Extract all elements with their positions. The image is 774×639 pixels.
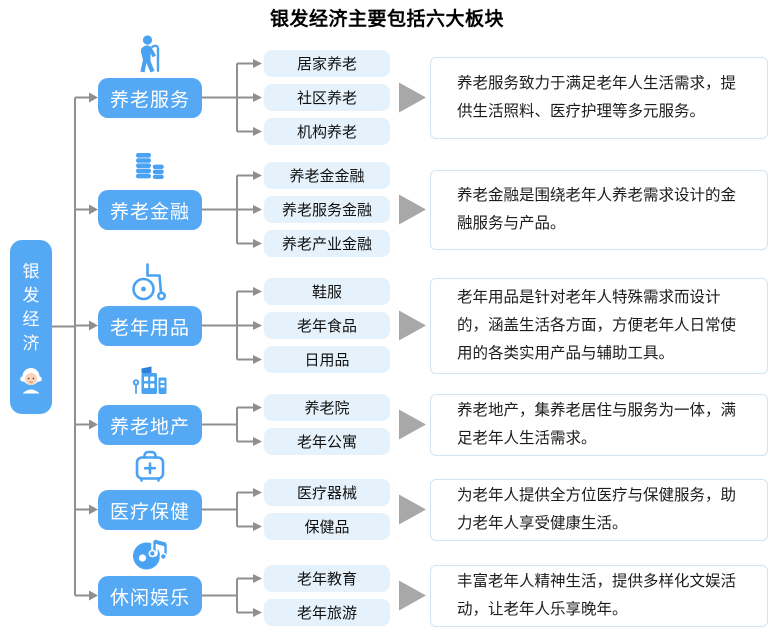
wheelchair-icon	[130, 262, 170, 302]
arrow-icon	[399, 580, 426, 611]
arrow-icon	[399, 494, 426, 525]
list-item-pension-industry-finance: 养老产业金融	[264, 230, 390, 257]
arrow-icon	[399, 194, 426, 225]
branch-button-pension-finance: 养老金融	[98, 190, 202, 230]
branch-button-senior-real-estate: 养老地产	[98, 405, 202, 445]
list-item-senior-travel: 老年旅游	[264, 599, 390, 626]
list-item-shoes-clothing: 鞋服	[264, 278, 390, 305]
branch-label: 休闲娱乐	[109, 587, 190, 609]
branch-label: 老年用品	[109, 317, 190, 339]
arrow-icon	[399, 82, 426, 113]
list-item-institution-care: 机构养老	[264, 118, 390, 145]
description-box-leisure-entertainment: 丰富老年人精神生活，提供多样化文娱活动，让老年人乐享晚年。	[430, 565, 768, 627]
list-item-home-care: 居家养老	[264, 50, 390, 77]
page-title: 银发经济主要包括六大板块	[269, 9, 504, 30]
root-node-silver-economy: 银发经济	[10, 240, 52, 414]
building-icon	[130, 361, 170, 401]
grandma-icon	[18, 366, 44, 394]
arrow-icon	[399, 409, 426, 440]
list-item-health-supplements: 保健品	[264, 513, 390, 540]
description-box-elder-care-services: 养老服务致力于满足老年人生活需求，提供生活照料、医疗护理等多元服务。	[430, 57, 768, 139]
list-item-senior-education: 老年教育	[264, 565, 390, 592]
branch-button-medical-healthcare: 医疗保健	[98, 490, 202, 530]
list-item-community-care: 社区养老	[264, 84, 390, 111]
big-arrow-icons	[399, 82, 426, 611]
description-box-senior-products: 老年用品是针对老年人特殊需求而设计的，涵盖生活各方面，方便老年人日常使用的各类实…	[430, 278, 768, 374]
branch-label: 养老服务	[109, 89, 190, 111]
list-item-medical-devices: 医疗器械	[264, 479, 390, 506]
coins-icon	[130, 146, 170, 186]
branch-label: 养老金融	[109, 201, 190, 223]
elderly-person-icon	[130, 34, 170, 74]
branch-label: 医疗保健	[109, 501, 190, 523]
description-box-senior-real-estate: 养老地产，集养老居住与服务为一体，满足老年人生活需求。	[430, 394, 768, 456]
list-item-pension-fund-finance: 养老金金融	[264, 162, 390, 189]
branch-button-elder-care-services: 养老服务	[98, 78, 202, 118]
list-item-pension-service-finance: 养老服务金融	[264, 196, 390, 223]
list-item-nursing-home: 养老院	[264, 394, 390, 421]
list-item-senior-food: 老年食品	[264, 312, 390, 339]
list-item-daily-goods: 日用品	[264, 346, 390, 373]
description-box-pension-finance: 养老金融是围绕老年人养老需求设计的金融服务与产品。	[430, 170, 768, 250]
list-item-senior-apartment: 老年公寓	[264, 428, 390, 455]
medical-kit-icon	[130, 446, 170, 486]
music-disc-icon	[130, 532, 170, 572]
root-label: 银发经济	[22, 262, 40, 353]
description-box-medical-healthcare: 为老年人提供全方位医疗与保健服务，助力老年人享受健康生活。	[430, 479, 768, 541]
branch-button-senior-products: 老年用品	[98, 306, 202, 346]
branch-button-leisure-entertainment: 休闲娱乐	[98, 576, 202, 616]
arrow-icon	[399, 310, 426, 341]
branch-label: 养老地产	[109, 416, 190, 438]
